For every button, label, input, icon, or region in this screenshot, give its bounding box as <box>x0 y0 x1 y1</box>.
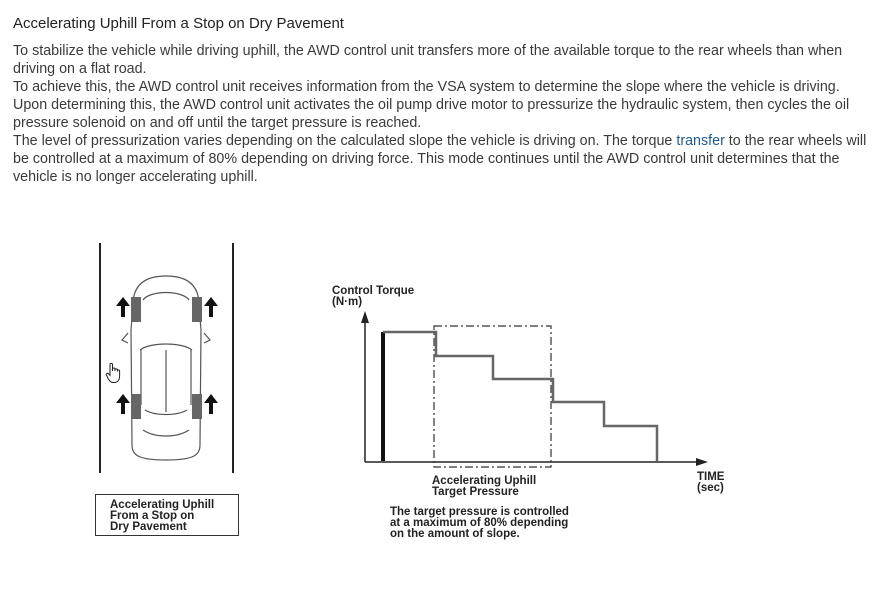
car-caption-line-1: Accelerating Uphill <box>110 499 215 511</box>
article-body: To stabilize the vehicle while driving u… <box>13 42 878 186</box>
page-title: Accelerating Uphill From a Stop on Dry P… <box>13 15 344 32</box>
arrow-up-icon <box>116 394 130 414</box>
car-caption-line-2: From a Stop on <box>110 510 195 522</box>
torque-arrows <box>116 297 218 414</box>
x-axis-label: TIME (sec) <box>697 471 725 494</box>
paragraph-4-before: The level of pressurization varies depen… <box>13 133 677 149</box>
torque-step-curve <box>383 330 659 461</box>
wheel-front-left <box>131 297 141 322</box>
target-pressure-label: Accelerating Uphill Target Pressure <box>432 475 537 498</box>
target-pressure-region <box>433 325 552 468</box>
paragraph-3: Upon determining this, the AWD control u… <box>13 97 850 131</box>
wheels <box>131 297 202 419</box>
car-caption-box: Accelerating Uphill From a Stop on Dry P… <box>95 494 239 536</box>
wheel-front-right <box>192 297 202 322</box>
y-axis-label: Control Torque (N·m) <box>332 285 415 308</box>
paragraph-2: To achieve this, the AWD control unit re… <box>13 79 840 95</box>
hand-pointer-icon <box>105 362 123 389</box>
x-axis-arrow <box>696 458 708 466</box>
paragraph-4-after: to the rear wheels will be controlled at… <box>13 133 867 185</box>
wheel-rear-left <box>131 394 141 419</box>
arrow-up-icon <box>204 394 218 414</box>
car-top-view-icon <box>121 275 211 461</box>
target-pressure-note: The target pressure is controlled at a m… <box>390 506 569 540</box>
car-caption-line-3: Dry Pavement <box>110 521 187 533</box>
arrow-up-icon <box>204 297 218 317</box>
arrow-up-icon <box>116 297 130 317</box>
paragraph-4: The level of pressurization varies depen… <box>13 132 878 186</box>
wheel-rear-right <box>192 394 202 419</box>
y-axis-arrow <box>361 311 369 323</box>
transfer-link[interactable]: transfer <box>676 133 725 149</box>
paragraph-1: To stabilize the vehicle while driving u… <box>13 43 843 77</box>
